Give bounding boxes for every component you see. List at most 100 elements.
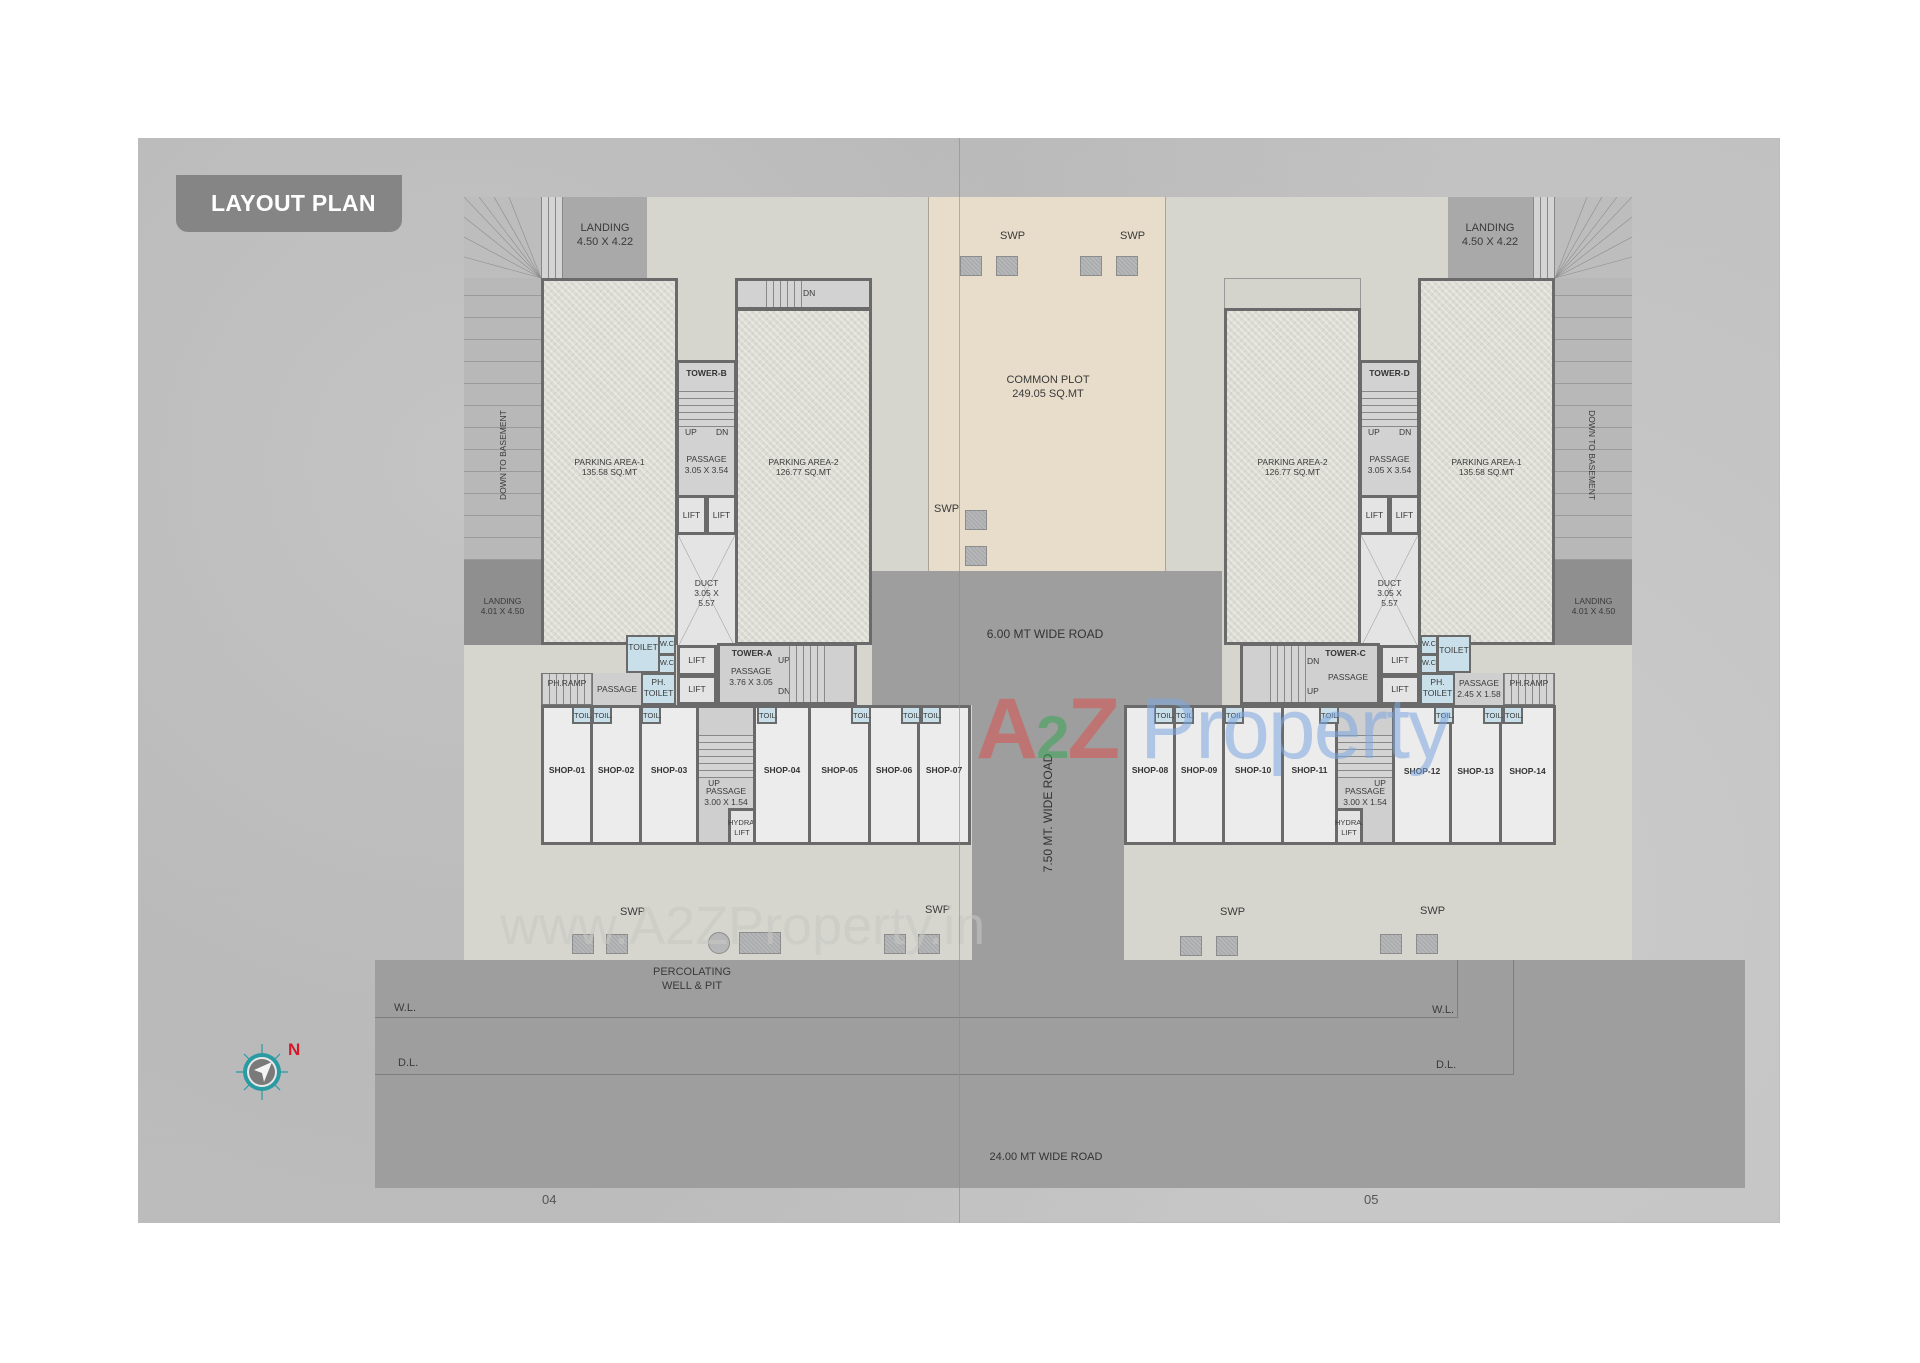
- toil-shop-05[interactable]: TOIL.: [851, 706, 872, 724]
- toil-shop-07[interactable]: TOIL.: [921, 706, 942, 724]
- toil-shop-04[interactable]: TOIL.: [757, 706, 778, 724]
- swp-label-cp1: SWP: [1000, 230, 1026, 242]
- swp-label-l2: SWP: [925, 904, 951, 916]
- shop-05[interactable]: SHOP-05: [808, 705, 871, 845]
- tower-c-lift-2-label: LIFT: [1391, 684, 1409, 694]
- tower-d-dn: DN: [1399, 427, 1412, 437]
- toil-shop-12[interactable]: TOIL.: [1434, 706, 1455, 724]
- tower-a-core[interactable]: [717, 643, 857, 705]
- swp-pit: [996, 256, 1018, 276]
- shop-11[interactable]: SHOP-11: [1281, 705, 1338, 845]
- swp-pit: [606, 934, 628, 954]
- right-ramp-label: DOWN TO BASEMENT: [1587, 410, 1598, 501]
- shop-09[interactable]: SHOP-09: [1173, 705, 1225, 845]
- right-parking-area-1[interactable]: [1418, 278, 1555, 645]
- left-landing-side: [464, 560, 541, 645]
- toil-shop-06[interactable]: TOIL.: [901, 706, 922, 724]
- shop-12[interactable]: SHOP-12: [1392, 705, 1452, 845]
- left-parking-area-1[interactable]: [541, 278, 678, 645]
- swp-pit: [965, 546, 987, 566]
- left-ramp-curve: [464, 197, 541, 278]
- left-passage: [593, 673, 641, 705]
- tower-b-passage-size: 3.05 X 3.54: [684, 465, 729, 475]
- tower-a-lift-2[interactable]: [677, 675, 717, 705]
- tower-c-lift-1[interactable]: [1380, 645, 1420, 676]
- wl-label-left: W.L.: [394, 1002, 417, 1014]
- road-6m: [872, 571, 1222, 705]
- tower-d-lift-2[interactable]: [1389, 495, 1420, 535]
- left-shop-row: SHOP-01 SHOP-02 SHOP-03 UP PASSAGE 3.00 …: [541, 705, 971, 845]
- tower-c-core[interactable]: [1240, 643, 1380, 705]
- shop-04[interactable]: SHOP-04: [753, 705, 811, 845]
- swp-pit: [1416, 934, 1438, 954]
- toil-shop-03[interactable]: TOIL.: [641, 706, 662, 724]
- right-ph-toilet-l2: TOILET: [1422, 688, 1453, 698]
- shop-02[interactable]: SHOP-02: [590, 705, 642, 845]
- north-compass: N: [232, 1040, 312, 1110]
- watermark-property: Property: [1139, 681, 1451, 777]
- swp-pit: [1080, 256, 1102, 276]
- toil-shop-02[interactable]: TOIL.: [592, 706, 613, 724]
- toil-shop-14[interactable]: TOIL.: [1503, 706, 1524, 724]
- right-passage: [1455, 673, 1503, 705]
- right-ph-ramp-label: PH.RAMP: [1509, 678, 1549, 688]
- tower-c-lift-2[interactable]: [1380, 675, 1420, 705]
- left-toilet[interactable]: [626, 635, 660, 673]
- right-ph-toilet-l1: PH.: [1430, 677, 1445, 687]
- shop-07[interactable]: SHOP-07: [917, 705, 971, 845]
- right-wc-1-label: W.C: [1421, 639, 1437, 648]
- right-passage-size: 2.45 X 1.58: [1457, 689, 1501, 699]
- right-ph-toilet[interactable]: [1420, 673, 1455, 705]
- left-parking-area-2[interactable]: [735, 308, 872, 645]
- right-parking-1-area: 135.58 SQ.MT: [1458, 467, 1515, 477]
- left-ph-ramp-label: PH.RAMP: [547, 678, 587, 688]
- left-ph-toilet[interactable]: [641, 673, 676, 705]
- shop-13[interactable]: SHOP-13: [1449, 705, 1502, 845]
- right-ramp-curve: [1555, 197, 1632, 278]
- swp-pit: [965, 510, 987, 530]
- tower-d-lift-1[interactable]: [1359, 495, 1390, 535]
- toil-shop-01[interactable]: TOIL.: [572, 706, 593, 724]
- left-landing-top-size: 4.50 X 4.22: [576, 236, 634, 248]
- toil-shop-09[interactable]: TOIL.: [1174, 706, 1195, 724]
- toil-shop-11[interactable]: TOIL.: [1319, 706, 1340, 724]
- tower-d-passage-size: 3.05 X 3.54: [1367, 465, 1412, 475]
- tower-a-passage-size: 3.76 X 3.05: [729, 677, 773, 687]
- road-7-5m: [972, 705, 1124, 960]
- toil-label: TOIL.: [1156, 711, 1175, 720]
- shop-01[interactable]: SHOP-01: [541, 705, 593, 845]
- tower-b-lift-2[interactable]: [706, 495, 737, 535]
- ramp-radial-lines-icon: [464, 197, 541, 278]
- tower-c-up: UP: [1307, 686, 1319, 696]
- left-top-stair-box: [735, 278, 872, 310]
- compass-icon: [236, 1044, 288, 1100]
- swp-pit: [1216, 936, 1238, 956]
- tower-a-lift-1[interactable]: [677, 645, 717, 676]
- page-title: LAYOUT PLAN: [176, 175, 402, 232]
- right-shop-stair: [1338, 735, 1392, 778]
- shop-06-label: SHOP-06: [875, 765, 913, 775]
- tower-c-stair: [1270, 646, 1307, 702]
- shop-11-label: SHOP-11: [1291, 765, 1328, 775]
- right-toilet[interactable]: [1437, 635, 1471, 673]
- tower-b-lift-1[interactable]: [676, 495, 707, 535]
- tower-b-lift-1-label: LIFT: [682, 510, 701, 520]
- shop-07-label: SHOP-07: [925, 765, 963, 775]
- shop-06[interactable]: SHOP-06: [868, 705, 920, 845]
- right-ph-ramp: [1503, 673, 1555, 705]
- right-parking-area-2[interactable]: [1224, 308, 1361, 645]
- percolating-line2: WELL & PIT: [661, 980, 723, 992]
- toil-shop-13[interactable]: TOIL.: [1483, 706, 1504, 724]
- wl-line-right-edge: [1457, 960, 1458, 1017]
- page-number-left: 04: [542, 1192, 557, 1207]
- toil-shop-08[interactable]: TOIL.: [1154, 706, 1175, 724]
- shop-14[interactable]: SHOP-14: [1499, 705, 1556, 845]
- tower-b-label: TOWER-B: [686, 368, 727, 378]
- left-landing-stair-lines: [541, 197, 563, 278]
- right-duct-size2: 5.57: [1381, 598, 1398, 608]
- right-hydra-lift[interactable]: [1335, 808, 1363, 845]
- page-fold-line: [959, 138, 960, 1223]
- tower-c-label: TOWER-C: [1325, 648, 1366, 658]
- shop-03[interactable]: SHOP-03: [639, 705, 699, 845]
- toil-shop-10[interactable]: TOIL.: [1224, 706, 1245, 724]
